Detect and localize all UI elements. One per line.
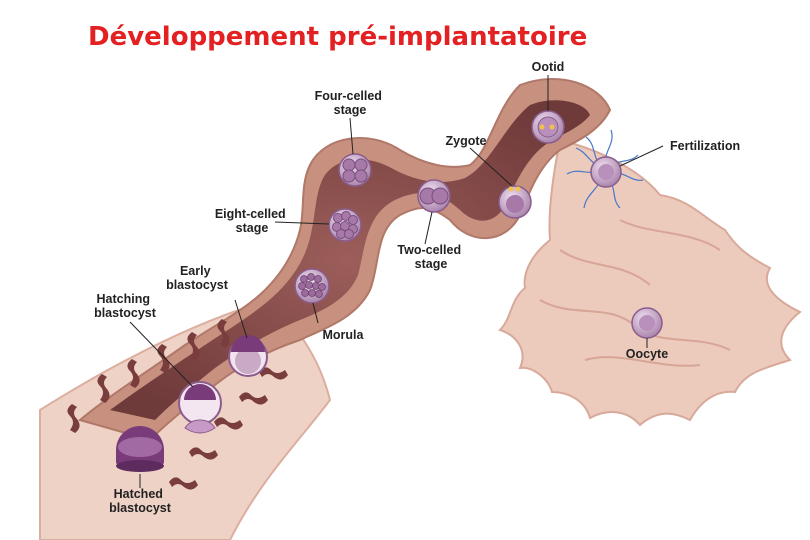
zygote-cell xyxy=(498,185,532,219)
label-two-celled-line2: stage xyxy=(415,257,448,271)
label-ootid: Ootid xyxy=(532,60,565,74)
ootid-cell xyxy=(531,110,565,144)
label-hatching-blastocyst-line2: blastocyst xyxy=(94,306,157,320)
fertilization-cell xyxy=(590,156,622,188)
label-eight-celled-line1: Eight-celled xyxy=(215,207,286,221)
eight-celled-cell xyxy=(328,208,362,242)
label-two-celled-line1: Two-celled xyxy=(397,243,461,257)
label-hatching-blastocyst: Hatching blastocyst xyxy=(94,292,157,320)
label-hatched-blastocyst-line2: blastocyst xyxy=(109,501,172,515)
label-oocyte: Oocyte xyxy=(626,347,668,361)
label-four-celled-line2: stage xyxy=(334,103,367,117)
label-four-celled-line1: Four-celled xyxy=(315,89,382,103)
morula-cell xyxy=(294,268,330,304)
label-hatched-blastocyst: Hatched blastocyst xyxy=(109,487,172,515)
label-early-blastocyst-line1: Early xyxy=(180,264,211,278)
oviduct-lumen xyxy=(110,100,590,420)
ovary-tissue xyxy=(498,138,802,427)
label-early-blastocyst: Early blastocyst xyxy=(166,264,229,292)
label-eight-celled: Eight-celled stage xyxy=(215,207,289,235)
hatched-blastocyst-cell xyxy=(116,426,164,472)
hatching-blastocyst-cell xyxy=(178,381,222,434)
early-blastocyst-cell xyxy=(228,335,268,377)
label-eight-celled-line2: stage xyxy=(236,221,269,235)
label-early-blastocyst-line2: blastocyst xyxy=(166,278,229,292)
label-zygote: Zygote xyxy=(446,134,487,148)
page-title: Développement pré-implantatoire xyxy=(88,22,588,52)
leader-lines xyxy=(129,75,664,488)
oocyte-cell xyxy=(631,307,663,339)
label-hatching-blastocyst-line1: Hatching xyxy=(97,292,150,306)
label-fertilization: Fertilization xyxy=(670,139,740,153)
label-hatched-blastocyst-line1: Hatched xyxy=(114,487,163,501)
label-morula: Morula xyxy=(323,328,365,342)
four-celled-cell xyxy=(338,153,372,187)
label-two-celled: Two-celled stage xyxy=(397,243,464,271)
label-four-celled: Four-celled stage xyxy=(315,89,386,117)
two-celled-cell xyxy=(417,179,451,213)
uterine-glands xyxy=(67,319,288,490)
